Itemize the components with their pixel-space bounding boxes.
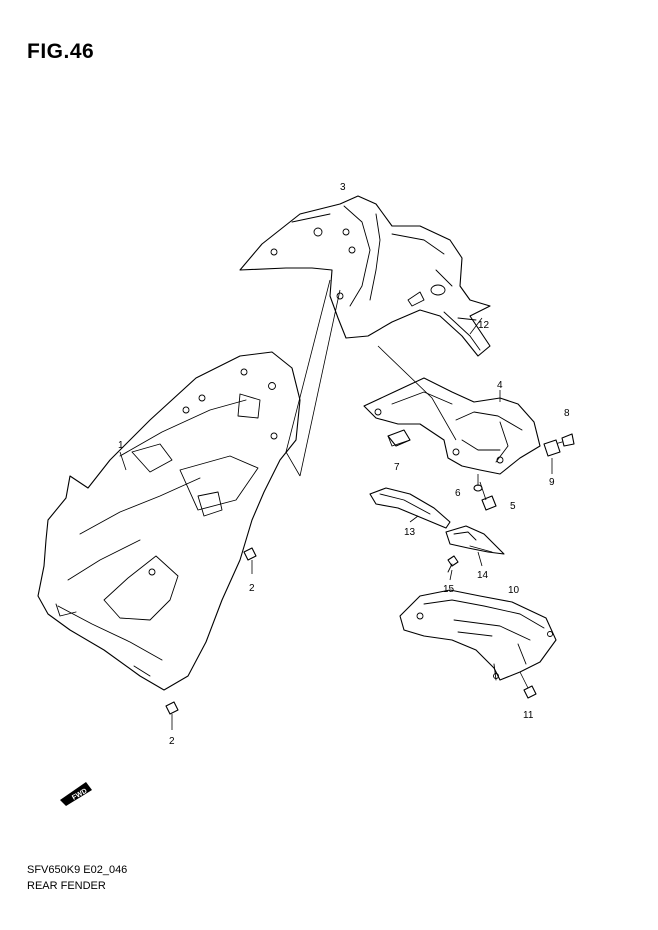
callout-12: 12 xyxy=(478,320,490,331)
leader-line-15 xyxy=(449,569,453,581)
part-rear-fender[interactable] xyxy=(37,351,301,691)
callout-4: 4 xyxy=(497,380,503,391)
callout-13: 13 xyxy=(404,527,416,538)
diagram-code: SFV650K9 E02_046 xyxy=(27,864,128,876)
callout-11: 11 xyxy=(523,710,534,721)
diagram-footer: SFV650K9 E02_046 REAR FENDER xyxy=(27,862,127,894)
callout-2-upper: 2 xyxy=(249,583,255,594)
callout-9: 9 xyxy=(549,477,555,488)
part-lower-bracket-10[interactable] xyxy=(399,589,557,681)
callout-14: 14 xyxy=(477,570,489,581)
callout-15: 15 xyxy=(443,584,455,595)
part-plate-13[interactable] xyxy=(369,487,451,529)
figure-title: FIG.46 xyxy=(27,40,95,63)
leader-line-3-to-4 xyxy=(377,345,457,441)
callout-6: 6 xyxy=(455,488,461,499)
callout-7: 7 xyxy=(394,462,400,473)
callout-5: 5 xyxy=(510,501,516,512)
callout-1: 1 xyxy=(118,440,124,451)
leader-line-14 xyxy=(477,551,483,567)
part-bolt-5[interactable] xyxy=(481,495,497,511)
diagram-caption: REAR FENDER xyxy=(27,880,106,892)
part-bolt-11[interactable] xyxy=(519,671,537,699)
callout-8: 8 xyxy=(564,408,570,419)
leader-line-3-to-1 xyxy=(285,279,341,477)
callout-2-lower: 2 xyxy=(169,736,175,747)
part-bracket[interactable] xyxy=(363,377,541,475)
fwd-label: FWD xyxy=(71,788,88,802)
leader-line-1 xyxy=(119,451,127,471)
leader-line-13 xyxy=(409,515,419,523)
part-rear-fender-upper[interactable] xyxy=(239,195,491,357)
part-bolt-2-lower[interactable] xyxy=(165,701,179,730)
part-screw-15[interactable] xyxy=(447,555,459,573)
part-screw-8[interactable] xyxy=(547,433,575,447)
fwd-arrow-icon: FWD xyxy=(60,782,92,806)
callout-10: 10 xyxy=(508,585,520,596)
leader-line-12 xyxy=(469,317,483,335)
callout-3: 3 xyxy=(340,182,346,193)
part-nut-9[interactable] xyxy=(543,439,561,457)
leader-line-bolt xyxy=(477,474,487,501)
part-reflector-bracket-14[interactable] xyxy=(445,525,505,555)
part-grommet[interactable] xyxy=(387,429,411,447)
part-bolt-2-upper[interactable] xyxy=(243,547,257,574)
